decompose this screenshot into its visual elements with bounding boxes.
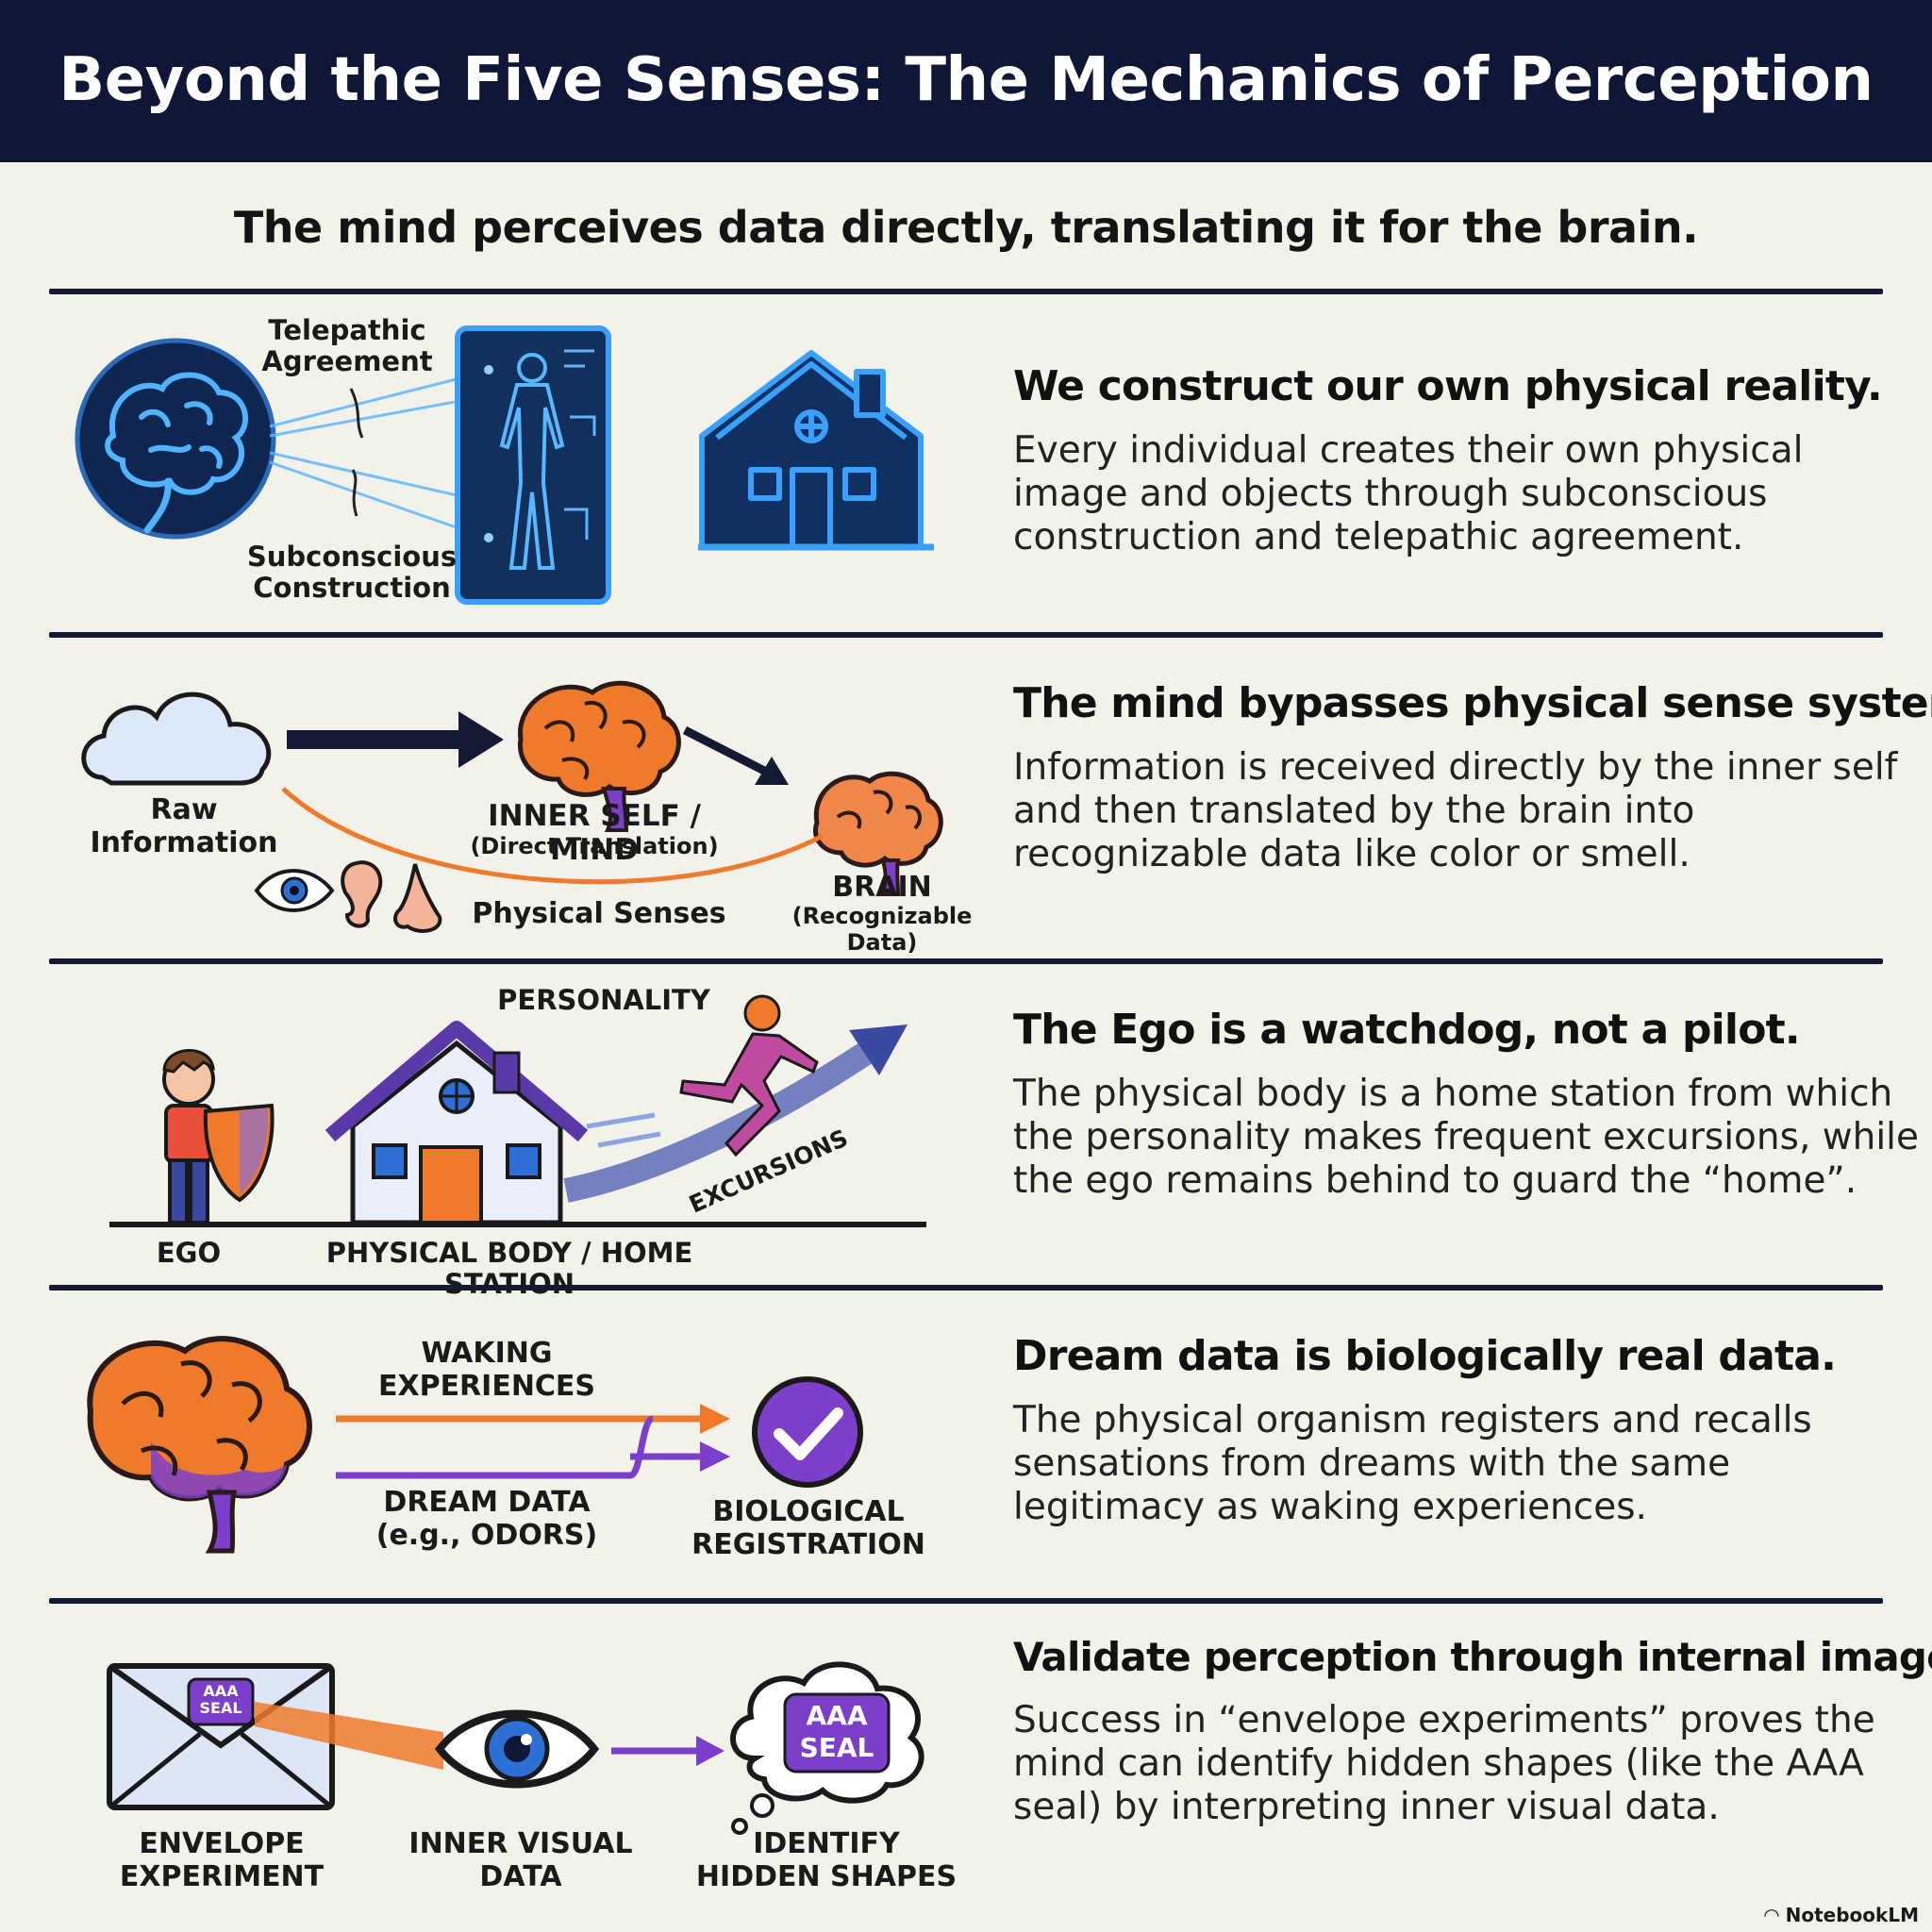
section-envelope-experiment: AAA SEAL AAA SEAL ENVELOPE EXPERIMENT IN…	[0, 1604, 1932, 1932]
checkmark-icon	[752, 1376, 863, 1488]
home-station-label: PHYSICAL BODY / HOME STATION	[325, 1237, 693, 1300]
arrow-to-inner-self	[287, 711, 504, 768]
arrow-to-brain	[682, 725, 789, 785]
section-4-illustration: WAKING EXPERIENCES DREAM DATA (e.g., ODO…	[0, 1291, 981, 1604]
section-3-illustration: PERSONALITY EXCURSIONS EGO PHYSICAL BODY…	[0, 964, 981, 1300]
footer-brand-label: NotebookLM	[1785, 1904, 1919, 1926]
section-1-heading: We construct our own physical reality.	[1013, 362, 1883, 410]
cloud-icon	[81, 691, 272, 786]
waking-arrow	[336, 1404, 730, 1434]
section-4-body: The physical organism registers and reca…	[1013, 1399, 1812, 1528]
nose-icon	[392, 863, 442, 933]
scan-lines	[564, 349, 596, 540]
inner-self-brain-icon	[517, 680, 681, 832]
section-5-body: Success in “envelope experiments” proves…	[1013, 1699, 1875, 1828]
envelope-experiment-label: ENVELOPE EXPERIMENT	[119, 1827, 325, 1893]
reality-diagram	[75, 325, 934, 605]
inner-self-sublabel: (Direct Translation)	[470, 833, 719, 859]
glowing-house-icon	[698, 350, 934, 551]
physical-senses-label: Physical Senses	[472, 897, 726, 930]
divider	[49, 1598, 1883, 1604]
header-bar: Beyond the Five Senses: The Mechanics of…	[0, 0, 1932, 162]
body-scan-panel	[455, 325, 611, 605]
raw-information-label: Raw Information	[90, 793, 278, 859]
eye-icon	[254, 869, 335, 912]
brain-label: BRAIN	[832, 871, 932, 904]
page-subtitle: The mind perceives data directly, transl…	[233, 202, 1699, 253]
telepathic-pointer	[349, 388, 364, 439]
vision-beam	[255, 1702, 443, 1770]
ego-label: EGO	[156, 1237, 222, 1269]
section-5-illustration: AAA SEAL AAA SEAL ENVELOPE EXPERIMENT IN…	[0, 1604, 981, 1932]
excursion-arrowhead	[849, 1024, 908, 1075]
section-ego-watchdog: PERSONALITY EXCURSIONS EGO PHYSICAL BODY…	[0, 964, 1932, 1300]
ear-icon	[341, 860, 383, 928]
dream-arrow	[336, 1415, 730, 1479]
section-5-text: Validate perception through internal ima…	[1013, 1634, 1932, 1829]
brain-icon	[87, 1336, 312, 1554]
subconscious-construction-label: Subconscious Construction	[246, 541, 458, 605]
personality-label: PERSONALITY	[497, 984, 710, 1016]
envelope-seal-label: AAA SEAL	[199, 1682, 242, 1717]
human-body-icon	[499, 353, 565, 570]
waking-experiences-label: WAKING EXPERIENCES	[377, 1337, 596, 1403]
footer-brand: ◠ NotebookLM	[1764, 1904, 1919, 1926]
biological-registration-label: BIOLOGICAL REGISTRATION	[691, 1495, 925, 1561]
glowing-brain-circle	[75, 338, 276, 540]
brain-sublabel: (Recognizable Data)	[791, 903, 973, 956]
inner-self-label: INNER SELF / MIND	[488, 799, 701, 867]
section-1-illustration: Telepathic Agreement Subconscious Constr…	[0, 294, 981, 632]
section-1-body: Every individual creates their own physi…	[1013, 429, 1804, 558]
divider	[49, 289, 1883, 294]
ego-figure-icon	[162, 1049, 215, 1224]
section-4-text: Dream data is biologically real data. Th…	[1013, 1332, 1919, 1529]
dream-data-label: DREAM DATA (e.g., ODORS)	[375, 1486, 598, 1552]
identify-hidden-shapes-label: IDENTIFY HIDDEN SHAPES	[695, 1827, 958, 1893]
telepathic-agreement-label: Telepathic Agreement	[261, 314, 433, 378]
personality-runner-icon	[679, 994, 819, 1158]
bypass-arc	[281, 787, 824, 885]
thought-seal-label: AAA SEAL	[799, 1700, 874, 1763]
brain-icon	[105, 372, 249, 534]
section-1-text: We construct our own physical reality. E…	[1013, 362, 1919, 559]
section-4-heading: Dream data is biologically real data.	[1013, 1332, 1837, 1380]
section-3-text: The Ego is a watchdog, not a pilot. The …	[1013, 1006, 1919, 1203]
section-5-heading: Validate perception through internal ima…	[1013, 1634, 1932, 1680]
aaa-seal-badge	[783, 1692, 891, 1774]
ego-home-diagram	[109, 994, 926, 1227]
divider	[49, 958, 1883, 964]
section-2-body: Information is received directly by the …	[1013, 746, 1898, 875]
dream-data-diagram	[87, 1336, 863, 1554]
perception-flow-diagram	[81, 680, 943, 933]
page-title: Beyond the Five Senses: The Mechanics of…	[58, 45, 1874, 115]
home-station-icon	[325, 1021, 589, 1225]
divider	[49, 1285, 1883, 1291]
brain-icon	[813, 771, 943, 896]
notebooklm-logo-icon: ◠	[1764, 1904, 1786, 1926]
section-2-heading: The mind bypasses physical sense systems…	[1013, 679, 1932, 727]
divider	[49, 632, 1883, 638]
motion-lines	[586, 1112, 661, 1148]
arrow-to-thought	[611, 1736, 724, 1766]
section-dream-data: WAKING EXPERIENCES DREAM DATA (e.g., ODO…	[0, 1291, 1932, 1604]
section-2-text: The mind bypasses physical sense systems…	[1013, 679, 1932, 876]
envelope-experiment-diagram	[107, 1661, 924, 1835]
section-2-illustration: Raw Information INNER SELF / MIND (Direc…	[0, 638, 981, 958]
section-3-body: The physical body is a home station from…	[1013, 1073, 1920, 1202]
section-construct-reality: Telepathic Agreement Subconscious Constr…	[0, 294, 1932, 632]
excursion-path	[563, 1035, 885, 1203]
telepathic-beams	[269, 370, 487, 540]
section-3-heading: The Ego is a watchdog, not a pilot.	[1013, 1006, 1801, 1054]
eye-icon	[434, 1709, 600, 1789]
section-bypass-senses: Raw Information INNER SELF / MIND (Direc…	[0, 638, 1932, 958]
inner-visual-data-label: INNER VISUAL DATA	[408, 1827, 633, 1893]
subconscious-pointer	[351, 469, 358, 517]
